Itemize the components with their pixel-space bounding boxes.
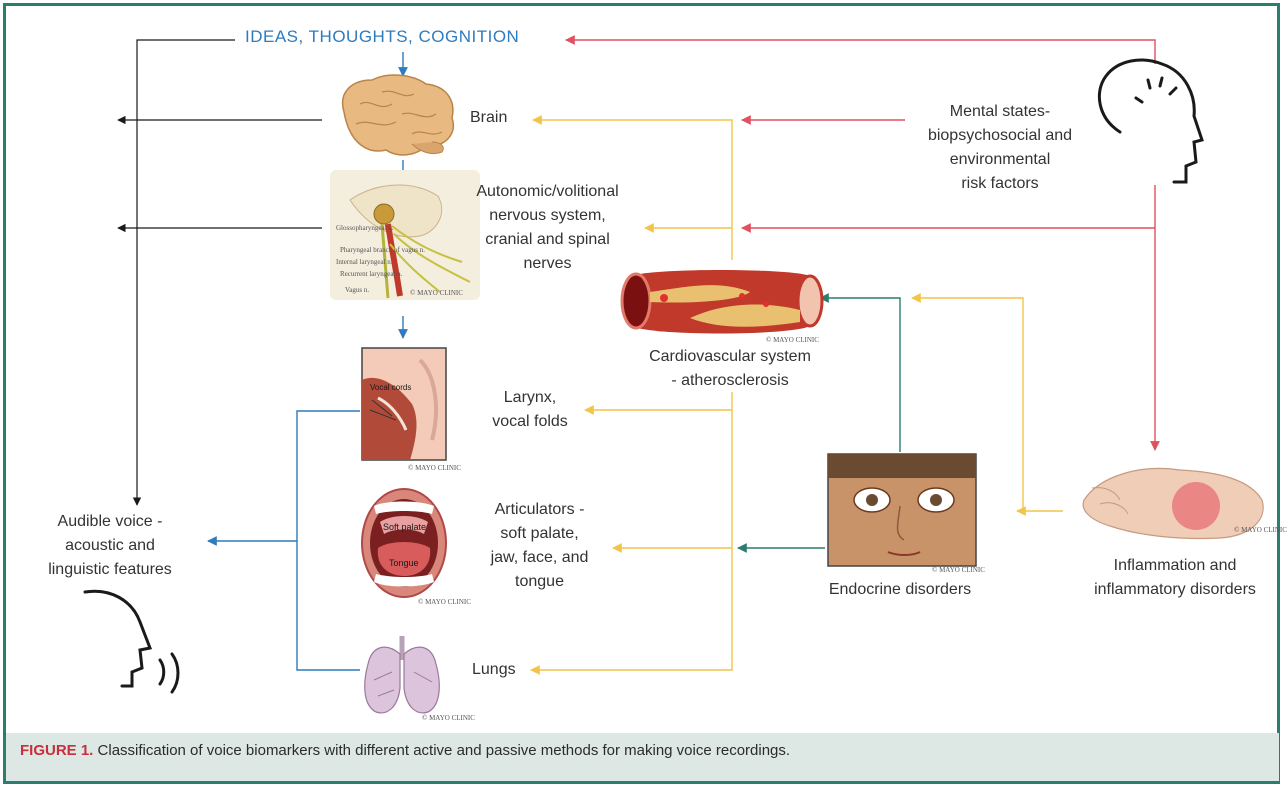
- vocal-cords-label: Vocal cords: [370, 383, 411, 392]
- svg-text:Vagus n.: Vagus n.: [345, 286, 369, 294]
- svg-text:© MAYO CLINIC: © MAYO CLINIC: [418, 598, 471, 606]
- caption-text: Classification of voice biomarkers with …: [93, 742, 790, 759]
- lungs-label: Lungs: [472, 658, 516, 682]
- figure-caption: FIGURE 1. Classification of voice biomar…: [20, 742, 790, 759]
- brain-illustration: [343, 75, 454, 155]
- larynx-label: Larynx, vocal folds: [480, 386, 580, 434]
- nervous-system-label: Autonomic/volitional nervous system, cra…: [440, 180, 655, 276]
- mayo-copyright: © MAYO CLINIC: [410, 289, 463, 297]
- cardiovascular-label: Cardiovascular system - atherosclerosis: [620, 345, 840, 393]
- lungs-illustration: © MAYO CLINIC: [365, 636, 476, 722]
- black-connectors: [118, 40, 322, 505]
- inflammation-label: Inflammation and inflammatory disorders: [1075, 554, 1275, 602]
- brain-label: Brain: [470, 106, 507, 130]
- speaking-head-icon: [85, 591, 178, 692]
- mouth-illustration: Soft palate Tongue © MAYO CLINIC: [362, 489, 471, 606]
- svg-text:Glossopharyngeal n.: Glossopharyngeal n.: [336, 224, 394, 232]
- svg-text:© MAYO CLINIC: © MAYO CLINIC: [1234, 526, 1287, 534]
- ideas-thoughts-cognition-label: IDEAS, THOUGHTS, COGNITION: [245, 27, 519, 47]
- thinking-head-icon: [1099, 60, 1202, 182]
- svg-text:© MAYO CLINIC: © MAYO CLINIC: [766, 336, 819, 344]
- svg-text:Internal laryngeal n.: Internal laryngeal n.: [336, 258, 393, 266]
- articulators-label: Articulators - soft palate, jaw, face, a…: [472, 498, 607, 594]
- svg-text:© MAYO CLINIC: © MAYO CLINIC: [932, 566, 985, 574]
- svg-text:Pharyngeal branch of vagus n.: Pharyngeal branch of vagus n.: [340, 246, 425, 254]
- svg-text:© MAYO CLINIC: © MAYO CLINIC: [422, 714, 475, 722]
- tongue-label: Tongue: [389, 558, 419, 568]
- endocrine-label: Endocrine disorders: [800, 578, 1000, 602]
- inflammation-foot-illustration: © MAYO CLINIC: [1083, 468, 1287, 538]
- audible-voice-label: Audible voice - acoustic and linguistic …: [10, 510, 210, 582]
- endocrine-face-illustration: © MAYO CLINIC: [828, 454, 985, 574]
- blue-bracket: [297, 411, 360, 670]
- larynx-illustration: Vocal cords © MAYO CLINIC: [362, 348, 461, 472]
- black-arrow-to-voice: [137, 40, 235, 505]
- svg-text:Recurrent laryngeal n.: Recurrent laryngeal n.: [340, 270, 403, 278]
- svg-text:© MAYO CLINIC: © MAYO CLINIC: [408, 464, 461, 472]
- red-arrow-to-idea: [566, 40, 1155, 64]
- figure-label: FIGURE 1.: [20, 742, 93, 759]
- artery-illustration: © MAYO CLINIC: [622, 270, 822, 344]
- mental-states-label: Mental states- biopsychosocial and envir…: [910, 100, 1090, 196]
- soft-palate-label: Soft palate: [383, 522, 426, 532]
